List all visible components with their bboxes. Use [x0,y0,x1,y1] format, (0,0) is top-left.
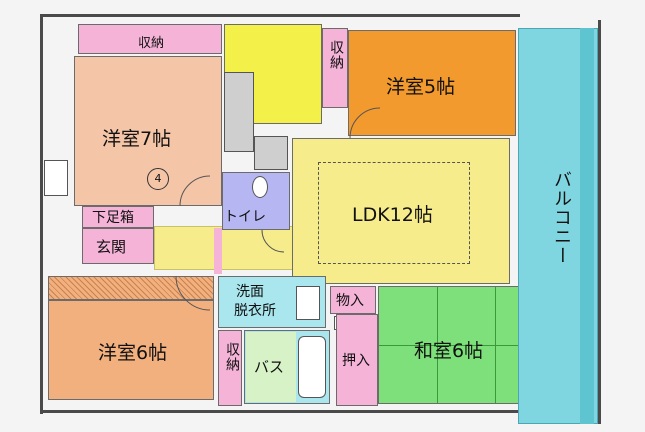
storage-top-label: 収納 [138,36,165,51]
closet-1-room [330,286,376,314]
entrance-room [82,228,154,264]
western-6-room [48,300,214,400]
storage-right-room [322,28,348,108]
western-5-label: 洋室5帖 [386,76,456,98]
storage-bottom-label: 収納 [224,342,240,372]
left-cabinet [44,160,68,196]
bath-label: バス [254,358,285,376]
room-number-circle: 4 [147,168,169,190]
wash-basin [296,286,320,320]
kitchen-stove [254,136,288,170]
outer-wall-bottom [40,410,560,413]
ldk-inner-outline [318,162,470,264]
kitchen-sink [224,72,254,152]
shoe-box-room [82,206,154,228]
storage-bottom-room [218,330,242,406]
balcony-label: バルコニー [551,170,572,265]
outer-wall-right [598,20,601,424]
storage-right-label: 収納 [328,40,344,70]
entrance-label: 玄関 [96,238,127,256]
closet-2-label: 押入 [342,353,370,369]
closet-1-label: 物入 [336,293,364,309]
outer-wall-top [40,14,520,17]
pink-corridor [214,228,222,274]
japanese-6-label: 和室6帖 [414,340,484,362]
western-6-label: 洋室6帖 [98,342,168,364]
outer-wall-left [40,14,43,414]
shoe-box-label: 下足箱 [92,210,134,226]
room-number-text: 4 [154,172,162,185]
bath-tile [246,332,296,402]
washroom-label-1: 洗面 [236,284,264,300]
balcony-inner-strip [580,28,594,424]
western-7-label: 洋室7帖 [102,128,172,150]
western-6-hatch [48,276,214,300]
ldk-label: LDK12帖 [352,204,433,226]
washroom-label-2: 脱衣所 [234,303,276,319]
bathtub [298,336,326,398]
toilet-room [222,172,290,230]
hallway [154,226,296,270]
closet-2-room [336,314,378,406]
toilet-label: トイレ [224,209,266,225]
toilet-bowl [252,176,268,198]
storage-top-room [78,24,222,54]
